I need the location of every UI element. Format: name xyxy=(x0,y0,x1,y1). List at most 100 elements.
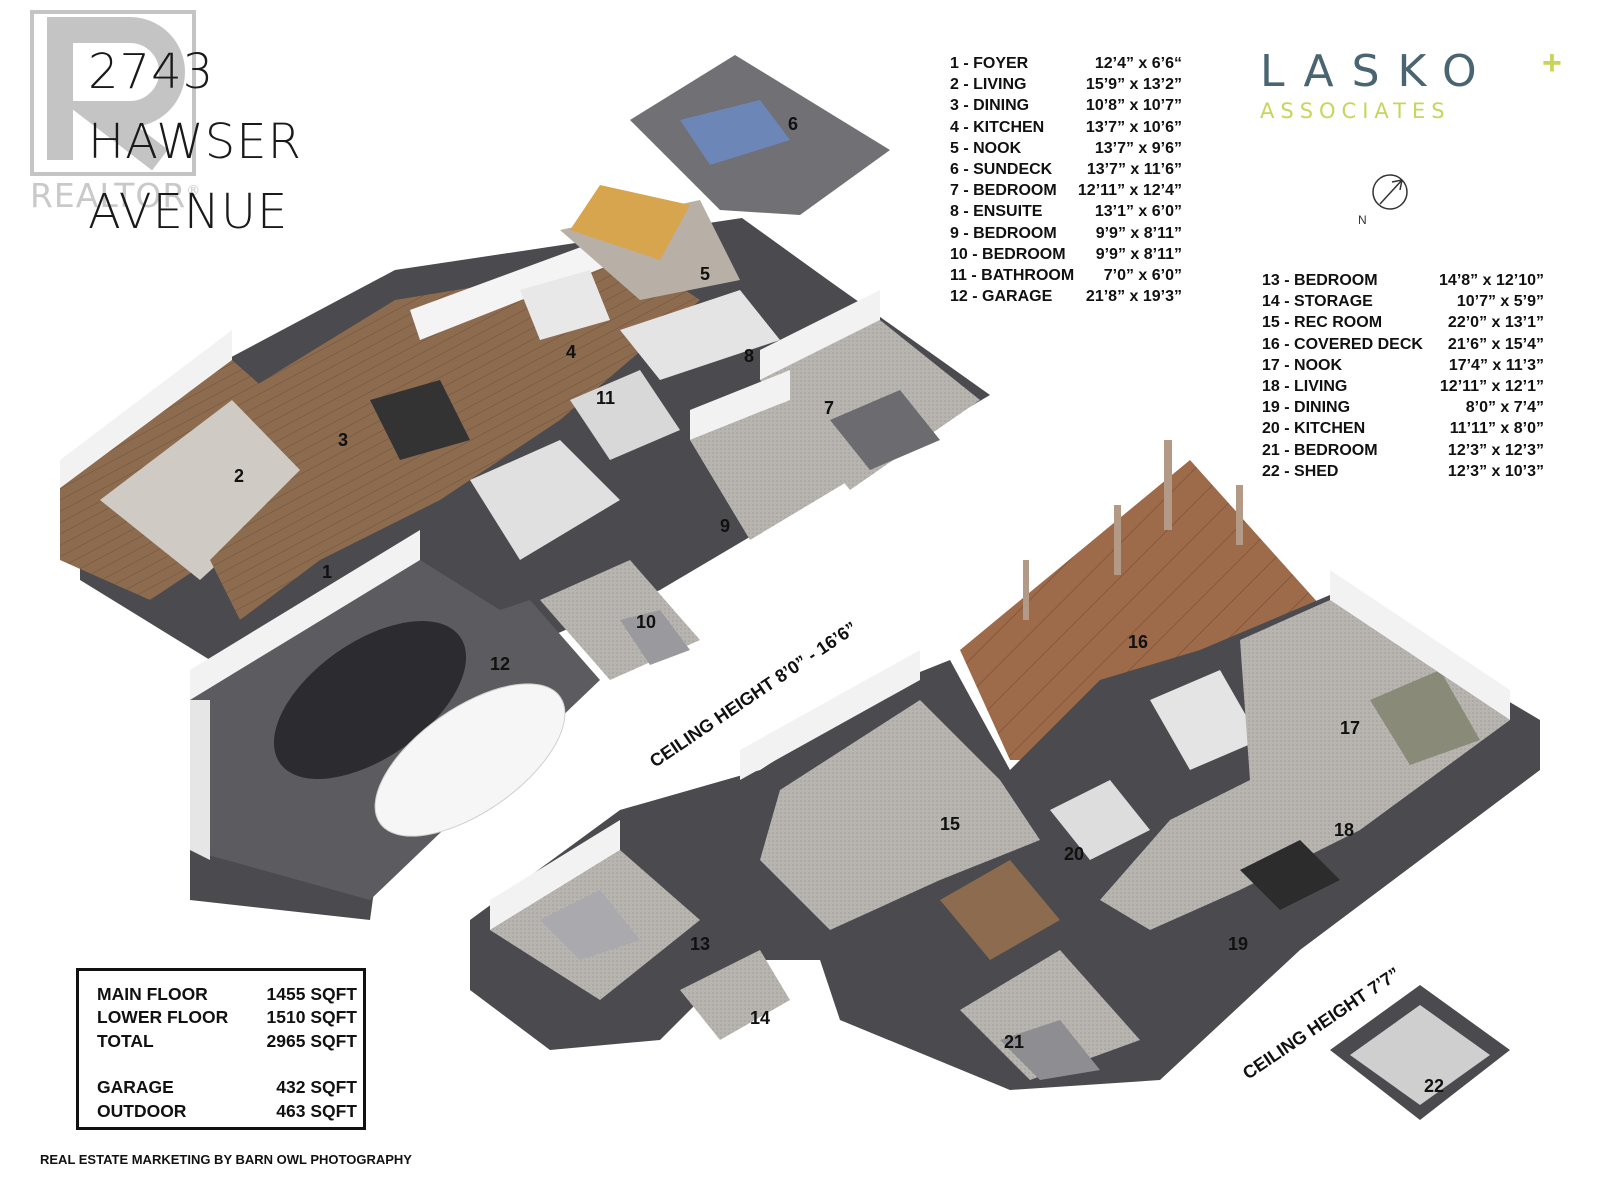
realtor-watermark: REALTOR® xyxy=(30,176,201,215)
room-dimensions: 22’0” x 13’1” xyxy=(1447,314,1544,332)
room-dimensions: 10’8” x 10’7” xyxy=(1085,97,1182,115)
room-row: 7 - BEDROOM 12’11” x 12’4” xyxy=(950,180,1182,201)
room-name: 7 - BEDROOM xyxy=(950,182,1057,200)
room-dimensions: 10’7” x 5’9” xyxy=(1456,293,1544,311)
room-label-20: 20 xyxy=(1064,844,1084,864)
room-dimensions: 12’3” x 12’3” xyxy=(1447,441,1544,459)
room-name: 9 - BEDROOM xyxy=(950,224,1057,242)
room-dimensions: 9’9” x 8’11” xyxy=(1095,245,1182,263)
room-dimensions: 8’0” x 7’4” xyxy=(1465,399,1544,417)
room-label-7: 7 xyxy=(824,398,834,418)
room-dimensions: 12’3” x 10’3” xyxy=(1447,462,1544,480)
room-row: 15 - REC ROOM 22’0” x 13’1” xyxy=(1262,312,1544,333)
brand-name: LASKO xyxy=(1260,46,1495,97)
brand-sub: ASSOCIATES xyxy=(1260,99,1451,123)
realtor-registered-mark: ® xyxy=(186,183,202,199)
room-name: 12 - GARAGE xyxy=(950,288,1053,306)
room-name: 16 - COVERED DECK xyxy=(1262,335,1423,353)
room-label-17: 17 xyxy=(1340,718,1360,738)
room-label-14: 14 xyxy=(750,1008,770,1028)
lower-floor-room-list: 13 - BEDROOM 14’8” x 12’10” 14 - STORAGE 10… xyxy=(1262,270,1544,482)
room-name: 8 - ENSUITE xyxy=(950,203,1043,221)
room-label-19: 19 xyxy=(1228,934,1248,954)
main-floor-value: 1455 SQFT xyxy=(266,984,357,1004)
brand-logo: LASKO + ASSOCIATES xyxy=(1260,44,1562,123)
room-name: 22 - SHED xyxy=(1262,462,1339,480)
room-row: 22 - SHED 12’3” x 10’3” xyxy=(1262,461,1544,482)
room-name: 4 - KITCHEN xyxy=(950,118,1045,136)
room-dimensions: 13’7” x 9’6” xyxy=(1094,139,1182,157)
room-label-21: 21 xyxy=(1004,1032,1024,1052)
room-label-5: 5 xyxy=(700,264,710,284)
room-label-8: 8 xyxy=(744,346,754,366)
room-dimensions: 14’8” x 12’10” xyxy=(1439,272,1544,289)
room-dimensions: 15’9” x 13’2” xyxy=(1085,76,1182,94)
north-arrow-icon: N xyxy=(1358,174,1408,227)
room-name: 20 - KITCHEN xyxy=(1262,420,1366,438)
room-dimensions: 12’4” x 6’6“ xyxy=(1094,55,1182,72)
living-lower-floor xyxy=(1100,600,1510,930)
room-dimensions: 21’8” x 19’3” xyxy=(1085,288,1182,306)
room-name: 21 - BEDROOM xyxy=(1262,441,1378,459)
room-name: 15 - REC ROOM xyxy=(1262,314,1383,332)
outdoor-value: 463 SQFT xyxy=(276,1100,357,1121)
room-row: 18 - LIVING 12’11” x 12’1” xyxy=(1262,376,1544,397)
total-value: 2965 SQFT xyxy=(266,1030,357,1051)
room-label-1: 1 xyxy=(322,562,332,582)
room-row: 8 - ENSUITE 13’1” x 6’0” xyxy=(950,201,1182,222)
room-name: 19 - DINING xyxy=(1262,399,1351,417)
room-row: 20 - KITCHEN 11’11” x 8’0” xyxy=(1262,418,1544,439)
room-name: 3 - DINING xyxy=(950,97,1030,115)
room-row: 10 - BEDROOM 9’9” x 8’11” xyxy=(950,244,1182,265)
garage-value: 432 SQFT xyxy=(276,1077,357,1098)
room-label-3: 3 xyxy=(338,430,348,450)
main-floor-label: MAIN FLOOR xyxy=(97,984,208,1004)
room-dimensions: 13’1” x 6’0” xyxy=(1094,203,1182,221)
room-name: 18 - LIVING xyxy=(1262,377,1348,395)
room-label-4: 4 xyxy=(566,342,576,362)
room-name: 17 - NOOK xyxy=(1262,356,1343,374)
garage-label: GARAGE xyxy=(97,1077,174,1098)
address-line-1: 2743 xyxy=(88,44,215,100)
room-label-6: 6 xyxy=(788,114,798,134)
room-row: 6 - SUNDECK 13’7” x 11’6” xyxy=(950,159,1182,180)
room-label-12: 12 xyxy=(490,654,510,674)
main-floor-plan xyxy=(60,55,990,920)
room-name: 6 - SUNDECK xyxy=(950,160,1053,178)
room-row: 1 - FOYER 12’4” x 6’6“ xyxy=(950,53,1182,74)
outdoor-label: OUTDOOR xyxy=(97,1100,187,1121)
room-name: 1 - FOYER xyxy=(950,55,1029,72)
room-row: 5 - NOOK 13’7” x 9’6” xyxy=(950,138,1182,159)
realtor-watermark-text: REALTOR xyxy=(30,176,187,215)
room-dimensions: 12’11” x 12’1” xyxy=(1439,377,1544,395)
room-row: 21 - BEDROOM 12’3” x 12’3” xyxy=(1262,440,1544,461)
room-dimensions: 11’11” x 8’0” xyxy=(1449,420,1544,438)
room-row: 14 - STORAGE 10’7” x 5’9” xyxy=(1262,291,1544,312)
brand-plus-icon: + xyxy=(1542,44,1562,82)
room-label-13: 13 xyxy=(690,934,710,954)
lower-floor-plan xyxy=(470,440,1540,1120)
room-label-2: 2 xyxy=(234,466,244,486)
room-name: 13 - BEDROOM xyxy=(1262,272,1378,289)
address-line-3: AVENUE xyxy=(88,184,289,240)
car-white xyxy=(374,683,566,837)
room-name: 5 - NOOK xyxy=(950,139,1022,157)
room-name: 10 - BEDROOM xyxy=(950,245,1066,263)
room-label-10: 10 xyxy=(636,612,656,632)
room-dimensions: 13’7” x 11’6” xyxy=(1086,160,1182,178)
room-name: 14 - STORAGE xyxy=(1262,293,1373,311)
total-label: TOTAL xyxy=(97,1030,154,1051)
address-line-2: HAWSER xyxy=(88,114,302,170)
room-dimensions: 13’7” x 10’6” xyxy=(1085,118,1182,136)
photography-credit: REAL ESTATE MARKETING BY BARN OWL PHOTOG… xyxy=(40,1152,412,1167)
room-label-16: 16 xyxy=(1128,632,1148,652)
room-dimensions: 12’11” x 12’4” xyxy=(1077,182,1182,200)
room-label-18: 18 xyxy=(1334,820,1354,840)
